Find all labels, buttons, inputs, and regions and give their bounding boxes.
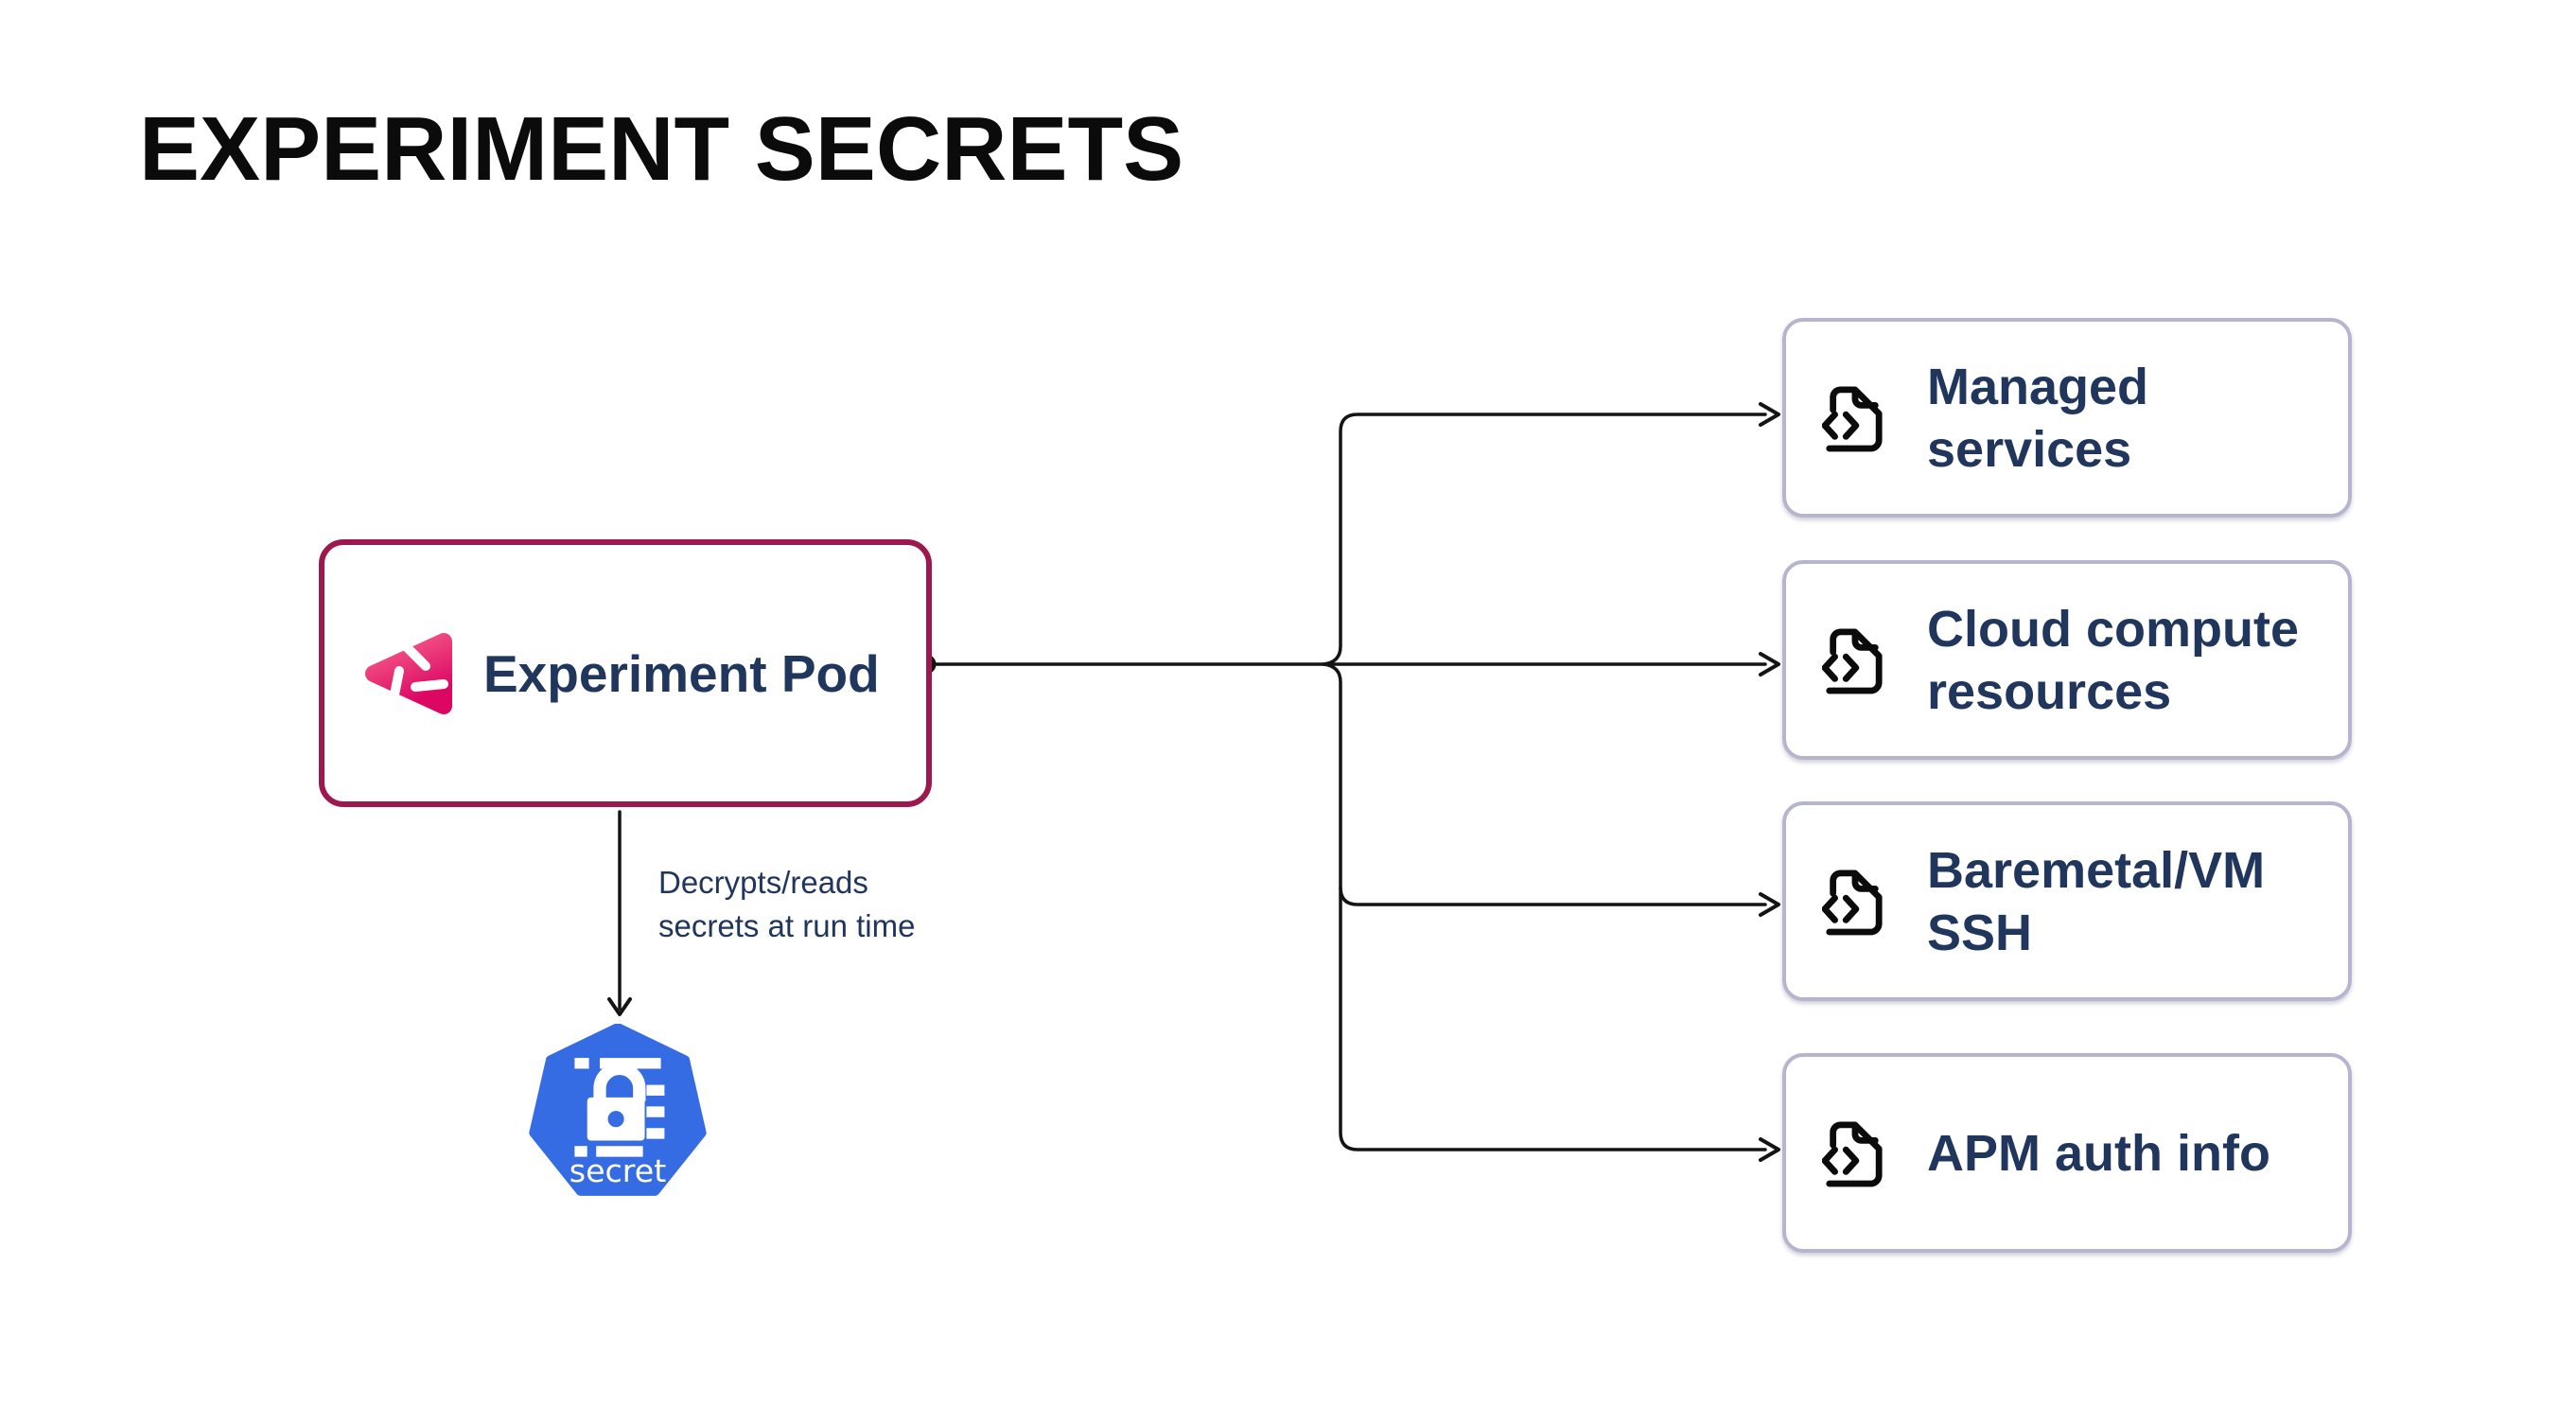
target-box-baremetal-vm-ssh: Baremetal/VM SSH: [1782, 801, 2352, 1001]
arrowhead-baremetal: [1759, 892, 1780, 917]
target-box-managed-services: Managed services: [1782, 318, 2352, 518]
experiment-pod-node: Experiment Pod: [319, 539, 932, 807]
edge-annotation-line2: secrets at run time: [658, 908, 916, 943]
target-box-cloud-compute: Cloud compute resources: [1782, 560, 2352, 760]
target-label-line: APM auth info: [1927, 1124, 2270, 1182]
edge-branch-to-apm: [1322, 662, 1767, 1151]
code-file-icon: [1822, 870, 1883, 935]
arrowhead-apm: [1759, 1137, 1780, 1162]
target-box-apm-auth-info: APM auth info: [1782, 1053, 2352, 1253]
page-title: EXPERIMENT SECRETS: [139, 98, 1184, 200]
target-label: Managed services: [1927, 356, 2148, 481]
lock-icon: [574, 1058, 665, 1157]
target-label: APM auth info: [1927, 1122, 2270, 1185]
arrowhead-secret: [607, 997, 632, 1016]
edge-branch-to-managed-services: [1322, 413, 1767, 666]
experiment-pod-label: Experiment Pod: [483, 643, 880, 703]
arrowhead-managed-services: [1759, 402, 1780, 427]
target-label-line: Baremetal/VM: [1927, 841, 2266, 899]
target-label-line: Cloud compute: [1927, 600, 2299, 658]
edge-annotation: Decrypts/reads secrets at run time: [658, 861, 915, 948]
edge-branch-to-baremetal: [1339, 886, 1767, 906]
target-label: Cloud compute resources: [1927, 598, 2299, 723]
arrowhead-cloud-compute: [1759, 652, 1780, 677]
target-label-line: SSH: [1927, 904, 2033, 961]
target-label: Baremetal/VM SSH: [1927, 839, 2265, 964]
target-label-line: Managed: [1927, 358, 2149, 415]
litmus-experiment-icon: [365, 632, 452, 714]
code-file-icon: [1822, 628, 1883, 694]
target-label-line: resources: [1927, 662, 2172, 720]
code-file-icon: [1822, 1121, 1883, 1186]
target-label-line: services: [1927, 420, 2132, 478]
code-file-icon: [1822, 386, 1883, 451]
secret-node-label: secret: [570, 1152, 667, 1189]
edge-annotation-line1: Decrypts/reads: [658, 865, 868, 900]
kubernetes-secret-icon: secret: [529, 1024, 707, 1196]
